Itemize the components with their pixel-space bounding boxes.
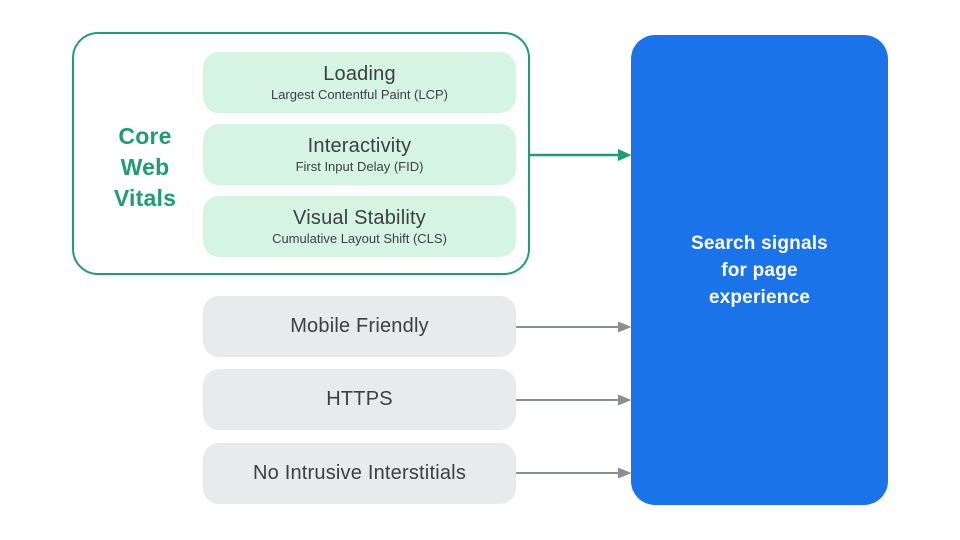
signal-card-mobile-friendly: Mobile Friendly	[203, 296, 516, 357]
signal-label: HTTPS	[326, 388, 393, 410]
vital-card-visual-stability: Visual Stability Cumulative Layout Shift…	[203, 196, 516, 257]
signal-label: No Intrusive Interstitials	[252, 462, 467, 484]
https-arrow	[514, 389, 634, 411]
vital-title: Visual Stability	[293, 207, 426, 229]
signal-card-https: HTTPS	[203, 369, 516, 430]
vital-title: Interactivity	[307, 135, 412, 157]
arrow-right-icon	[528, 149, 632, 161]
vital-card-loading: Loading Largest Contentful Paint (LCP)	[203, 52, 516, 113]
search-signals-box: Search signals for page experience	[631, 35, 888, 505]
vital-subtitle: Largest Contentful Paint (LCP)	[270, 87, 449, 102]
core-web-vitals-label-line: Web	[120, 154, 170, 180]
signal-card-no-intrusive-interstitials: No Intrusive Interstitials	[203, 443, 516, 504]
mobile-friendly-arrow	[514, 316, 634, 338]
core-web-vitals-label-line: Core	[118, 123, 172, 149]
core-web-vitals-label: Core Web Vitals	[85, 121, 205, 214]
core-web-vitals-arrow	[527, 144, 634, 166]
vital-subtitle: First Input Delay (FID)	[295, 159, 424, 174]
arrow-right-icon	[516, 394, 632, 406]
vital-card-interactivity: Interactivity First Input Delay (FID)	[203, 124, 516, 185]
core-web-vitals-label-line: Vitals	[113, 185, 177, 211]
arrow-right-icon	[516, 321, 632, 333]
search-signals-label-line: Search signals	[691, 232, 828, 254]
vital-title: Loading	[323, 63, 396, 85]
no-intrusive-interstitials-arrow	[514, 462, 634, 484]
search-signals-label-line: for page	[721, 259, 798, 281]
arrow-right-icon	[516, 467, 632, 479]
search-signals-label-line: experience	[708, 286, 811, 308]
signal-label: Mobile Friendly	[290, 315, 429, 337]
search-signals-label: Search signals for page experience	[691, 230, 828, 311]
vital-subtitle: Cumulative Layout Shift (CLS)	[272, 231, 447, 246]
